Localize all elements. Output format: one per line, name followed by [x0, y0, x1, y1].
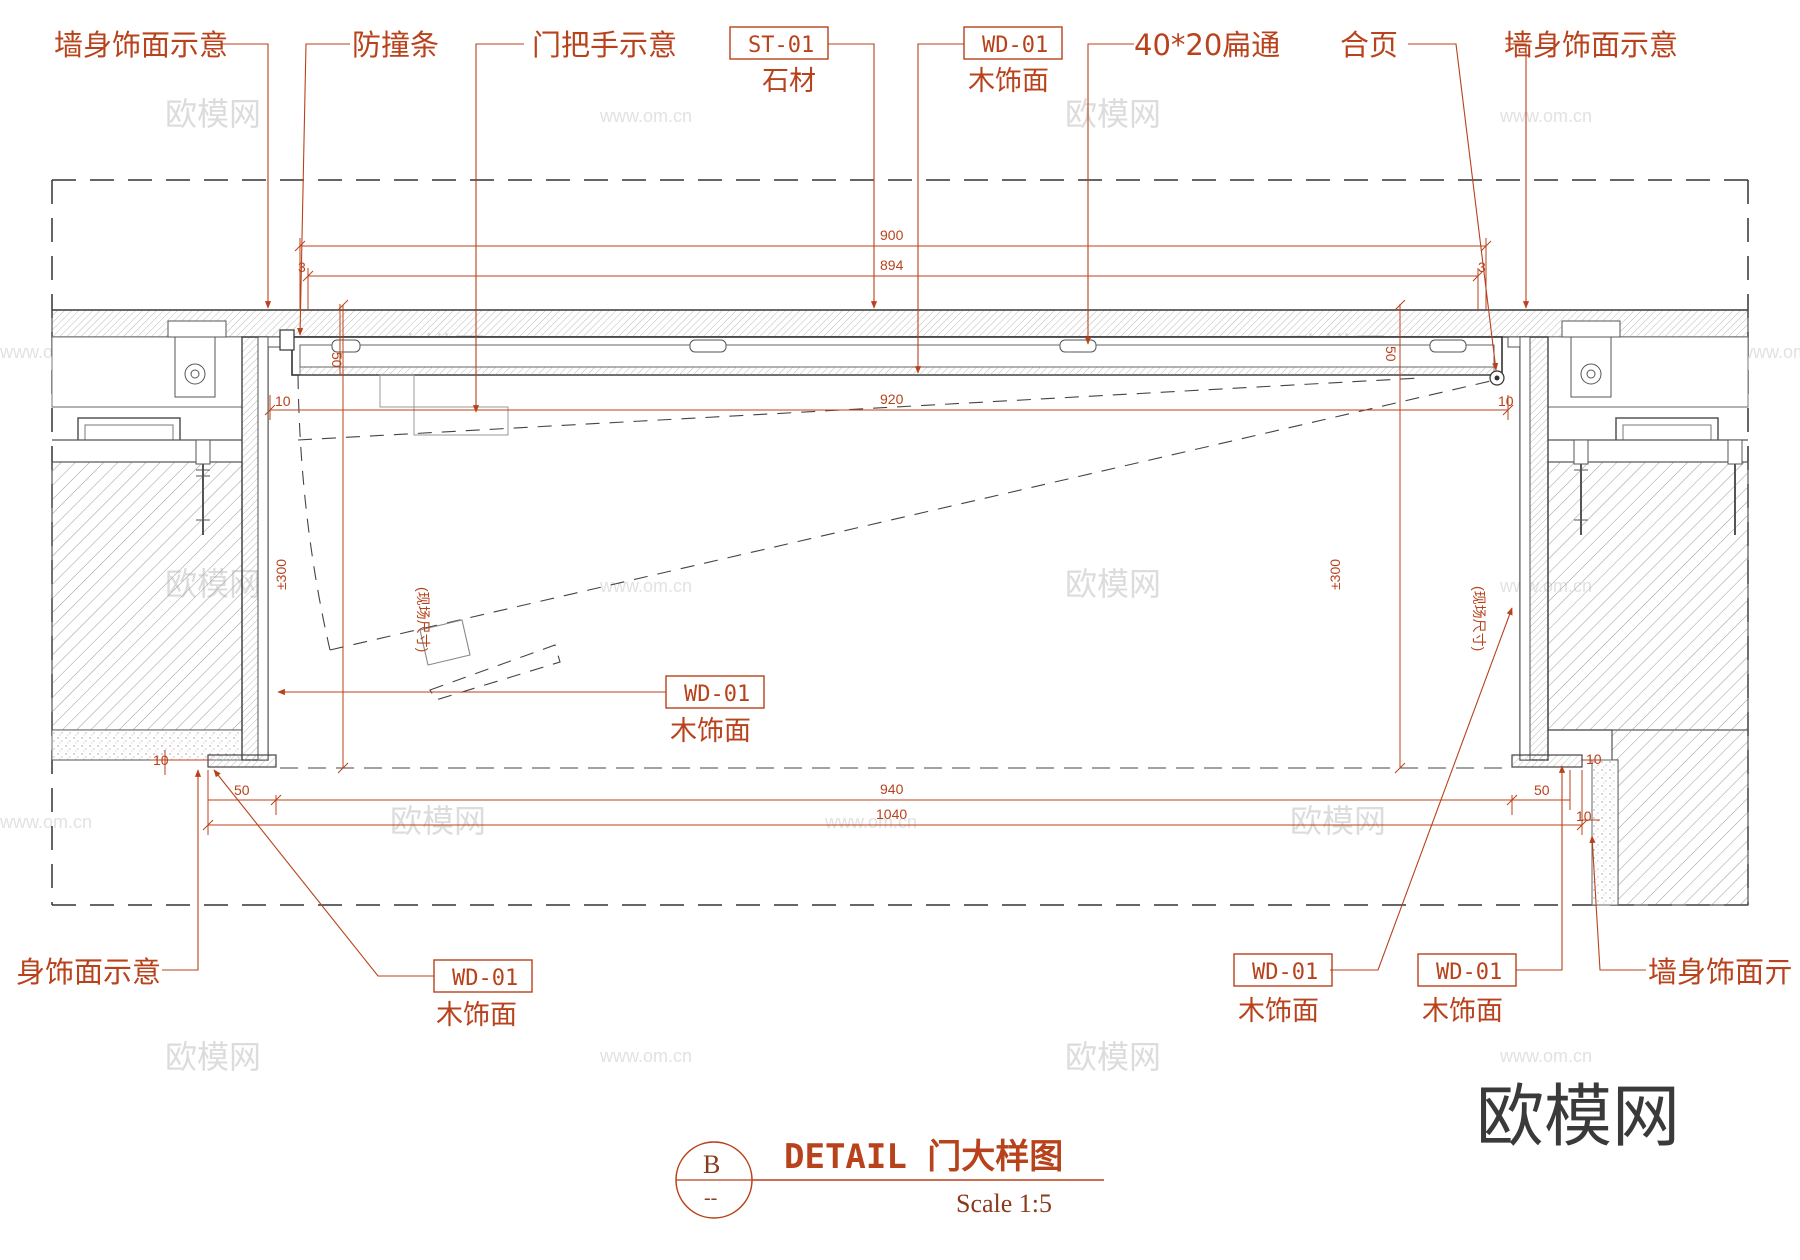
watermark-url: www.om.cn: [1499, 1046, 1592, 1066]
tag-box-wood-mid: [665, 675, 765, 709]
label-flat-tube: 40*20扁通: [1134, 28, 1280, 62]
watermark-text: 欧模网: [165, 1038, 261, 1076]
tag-name-wood-bottom-left: 木饰面: [436, 1000, 517, 1031]
tag-box-wood-bottom-left: [433, 959, 533, 993]
watermark-url: www.om.cn: [599, 106, 692, 126]
tag-name-wood-bottom-right-1: 木饰面: [1238, 996, 1319, 1027]
dimension-text: 900 894 3 3 50 50 920 10 10 ±300 (现场尺寸) …: [153, 227, 1602, 824]
label-wall-finish-top-right: 墙身饰面示意: [1504, 28, 1678, 62]
watermark-url: www.om.cn: [1739, 342, 1800, 362]
tag-code-wood-mid: WD-01: [684, 682, 750, 707]
label-wall-finish-bottom-left: 身饰面示意: [16, 955, 161, 989]
door-swing-path: [297, 374, 1496, 701]
tag-box-wood-bottom-right-1: [1233, 953, 1333, 987]
dim-300-right: ±300: [1327, 559, 1343, 590]
detail-scale: Scale 1:5: [956, 1189, 1052, 1218]
dim-10-bottom-left: 10: [153, 752, 169, 768]
label-wall-finish-bottom-right: 墙身饰面亓: [1648, 955, 1793, 989]
label-wall-finish-top-left: 墙身饰面示意: [54, 28, 228, 62]
tag-name-stone: 石材: [762, 66, 816, 97]
tag-name-wood-bottom-right-2: 木饰面: [1422, 996, 1503, 1027]
watermark-text: 欧模网: [1065, 565, 1161, 603]
label-door-handle: 门把手示意: [532, 28, 677, 62]
watermark-text: 欧模网: [1065, 1038, 1161, 1076]
watermark-text: 欧模网: [390, 802, 486, 840]
right-wall-assembly: [1507, 320, 1749, 906]
watermark-url: www.om.cn: [824, 812, 917, 832]
dim-3-left: 3: [298, 259, 306, 275]
dim-10-left: 10: [275, 393, 291, 409]
tag-code-wood-top: WD-01: [982, 33, 1048, 58]
tag-name-wood-mid: 木饰面: [670, 716, 751, 747]
dim-50-leaf-left: 50: [329, 352, 345, 368]
tag-code-wood-bottom-left: WD-01: [452, 966, 518, 991]
tag-box-wood-top: [963, 26, 1063, 60]
dim-894: 894: [880, 257, 904, 273]
watermark-text: 欧模网: [1290, 802, 1386, 840]
dim-300-left-note: (现场尺寸): [415, 587, 431, 652]
tag-box-wood-bottom-right-2: [1417, 953, 1517, 987]
dim-3-right: 3: [1478, 259, 1486, 275]
label-hinge: 合页: [1340, 28, 1398, 62]
dim-10-right: 10: [1498, 393, 1514, 409]
left-wall-assembly: [51, 320, 281, 768]
dim-300-right-note: (现场尺寸): [1471, 586, 1487, 651]
tag-name-wood-top: 木饰面: [968, 66, 1049, 97]
dim-10-bottom-right-a: 10: [1586, 751, 1602, 767]
detail-bubble-sub: --: [704, 1187, 717, 1209]
dim-300-left: ±300: [273, 559, 289, 590]
tag-code-wood-bottom-right-2: WD-01: [1436, 960, 1502, 985]
dim-920: 920: [880, 391, 904, 407]
watermark-url: www.om.cn: [0, 812, 92, 832]
dim-10-bottom-right-b: 10: [1576, 808, 1592, 824]
door-handle-sketch: [379, 374, 509, 436]
site-logo-watermark: 欧模网: [1476, 1078, 1680, 1157]
leader-lines: [162, 43, 1646, 977]
annotations: 墙身饰面示意 防撞条 门把手示意 ST-01 石材 WD-01 木饰面 40*2…: [16, 26, 1793, 1031]
dimension-lines: [150, 238, 1600, 835]
title-block: B -- DETAIL 门大样图 Scale 1:5: [675, 1137, 1104, 1219]
detail-bubble-letter: B: [703, 1150, 720, 1179]
dim-50-leaf-right: 50: [1383, 346, 1399, 362]
dim-50-bottom-left: 50: [234, 782, 250, 798]
tag-code-wood-bottom-right-1: WD-01: [1252, 960, 1318, 985]
dim-50-bottom-right: 50: [1534, 782, 1550, 798]
tag-code-stone: ST-01: [748, 33, 814, 58]
watermark-url: www.om.cn: [1499, 106, 1592, 126]
dim-940: 940: [880, 781, 904, 797]
watermark-text: 欧模网: [1065, 95, 1161, 133]
tag-box-stone: [729, 26, 829, 60]
watermark-url: www.om.cn: [599, 1046, 692, 1066]
watermark-text: 欧模网: [165, 95, 261, 133]
door-leaf: [279, 329, 1505, 386]
detail-title: DETAIL 门大样图: [784, 1137, 1063, 1177]
label-bumper-strip: 防撞条: [352, 28, 439, 62]
dim-900: 900: [880, 227, 904, 243]
watermark-url: www.om.cn: [599, 576, 692, 596]
dim-1040: 1040: [876, 806, 907, 822]
stone-threshold: [51, 309, 1749, 338]
